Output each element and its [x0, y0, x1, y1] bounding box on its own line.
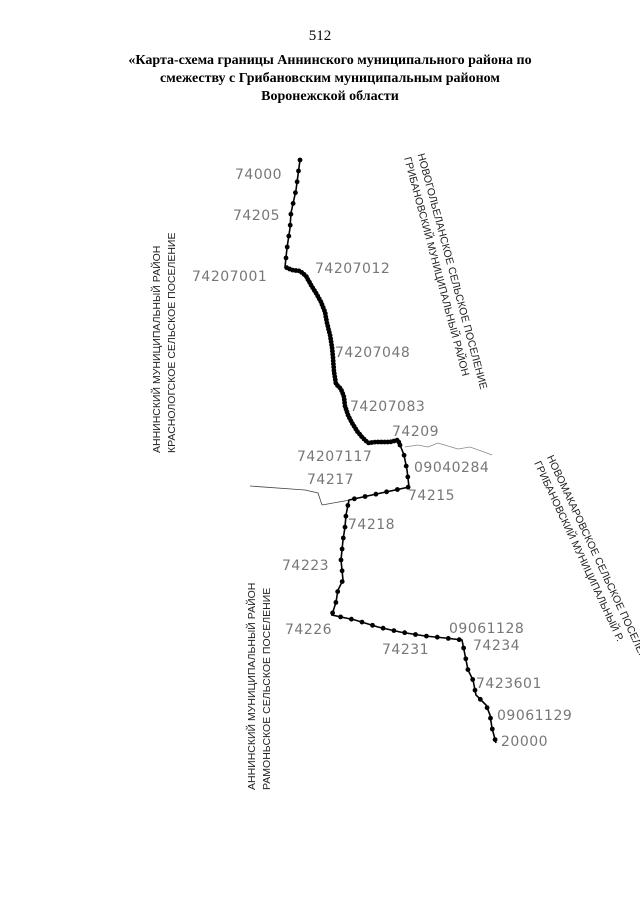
boundary-vertex — [349, 616, 354, 622]
point-label-74205: 74205 — [233, 208, 280, 224]
boundary-vertex — [484, 705, 490, 711]
boundary-vertex — [362, 494, 368, 499]
boundary-vertex — [286, 233, 292, 239]
point-label-74217: 74217 — [307, 472, 354, 488]
boundary-vertex — [330, 610, 335, 616]
boundary-vertex — [477, 696, 483, 702]
boundary-vertex — [338, 614, 343, 620]
region-label-line-2: НОВОГОЛЬЕЛАНСКОЕ СЕЛЬСКОЕ ПОСЕЛЕНИЕ — [415, 152, 490, 391]
boundary-vertex — [339, 579, 345, 584]
boundary-vertex — [288, 211, 294, 217]
region-label-line-1: АННИНСКИЙ МУНИЦИПАЛЬНЫЙ РАЙОН — [245, 583, 258, 790]
map-title: «Карта-схема границы Аннинского муниципа… — [110, 52, 550, 106]
boundary-vertex — [395, 487, 400, 492]
boundary-vertex — [297, 157, 303, 163]
boundary-vertex — [403, 463, 409, 469]
point-label-74207117: 74207117 — [297, 449, 372, 465]
boundary-vertex — [290, 201, 296, 206]
boundary-vertex — [445, 636, 451, 641]
boundary-vertex — [465, 667, 471, 672]
point-label-20000: 20000 — [501, 734, 548, 750]
boundary-vertex — [373, 491, 379, 497]
boundary-vertex — [294, 179, 300, 185]
boundary-vertex — [470, 677, 476, 682]
boundary-vertex — [338, 557, 344, 563]
region-anninsky-ramonskoe: АННИНСКИЙ МУНИЦИПАЛЬНЫЙ РАЙОН РАМОНЬСКОЕ… — [245, 583, 273, 790]
boundary-vertex — [492, 737, 498, 742]
point-label-7423601: 7423601 — [476, 676, 542, 692]
boundary-vertex — [343, 513, 349, 519]
region-label-line-1: ГРИБАНОВСКИЙ МУНИЦИПАЛЬНЫЙ Р. — [531, 459, 626, 644]
point-label-74209: 74209 — [392, 424, 439, 440]
adjacent-boundary-line-upper — [404, 442, 493, 456]
boundary-vertex — [340, 535, 346, 541]
region-label-line-2: РАМОНЬСКОЕ СЕЛЬСКОЕ ПОСЕЛЕНИЕ — [261, 588, 273, 790]
boundary-vertex — [456, 637, 462, 643]
point-label-74207001: 74207001 — [192, 269, 267, 285]
point-label-74000: 74000 — [235, 167, 282, 183]
boundary-vertex — [488, 715, 493, 721]
boundary-vertex — [413, 632, 418, 637]
boundary-vertices — [283, 157, 498, 742]
title-line-1: «Карта-схема границы Аннинского муниципа… — [128, 53, 532, 68]
adjacent-boundary-line-left — [249, 485, 323, 506]
point-label-74223: 74223 — [282, 558, 329, 574]
point-label-74215: 74215 — [408, 488, 455, 504]
boundary-vertex — [342, 524, 348, 530]
point-label-74207048: 74207048 — [335, 345, 410, 361]
title-line-3: Воронежской области — [261, 89, 399, 104]
point-label-74231: 74231 — [382, 642, 429, 658]
boundary-vertex — [380, 625, 386, 631]
boundary-vertex — [287, 222, 293, 228]
boundary-vertex — [405, 474, 411, 480]
region-gribanovsky-novogolelskoe: ГРИБАНОВСКИЙ МУНИЦИПАЛЬНЫЙ РАЙОН НОВОГОЛ… — [401, 152, 490, 391]
region-label-line-2: КРАСНОЛОГСКОЕ СЕЛЬСКОЕ ПОСЕЛЕНИЕ — [166, 233, 178, 453]
boundary-vertex — [461, 645, 466, 651]
title-line-2: смежеству с Грибановским муниципальным р… — [160, 71, 500, 86]
boundary-vertex — [402, 630, 408, 636]
boundary-vertex — [335, 589, 341, 594]
boundary-vertex — [359, 619, 365, 625]
point-label-09061129: 09061129 — [497, 708, 572, 724]
boundary-vertex — [333, 600, 339, 605]
boundary-vertex — [391, 628, 397, 633]
boundary-vertex — [370, 622, 375, 628]
boundary-vertex — [352, 496, 357, 502]
point-label-74207083: 74207083 — [350, 399, 425, 415]
boundary-vertex — [489, 726, 495, 732]
boundary-vertex — [397, 442, 403, 448]
boundary-vertex — [283, 255, 289, 261]
point-label-74234: 74234 — [473, 638, 520, 654]
boundary-vertex — [339, 546, 345, 552]
boundary-vertex — [434, 634, 440, 640]
boundary-vertex — [405, 484, 411, 490]
boundary-vertex — [424, 633, 429, 639]
boundary-vertex — [384, 489, 389, 495]
boundary-vertex — [463, 656, 469, 662]
region-label-line-1: АННИНСКИЙ МУНИЦИПАЛЬНЫЙ РАЙОН — [150, 246, 163, 453]
boundary-vertex — [345, 503, 351, 508]
boundary-vertex — [296, 168, 301, 174]
point-label-09040284: 09040284 — [414, 460, 489, 476]
page-number: 512 — [308, 28, 332, 44]
region-gribanovsky-novomakarovskoe: ГРИБАНОВСКИЙ МУНИЦИПАЛЬНЫЙ Р. НОВОМАКАРО… — [531, 453, 640, 675]
boundary-vertex — [401, 452, 407, 458]
region-anninsky-krasnologskoe: АННИНСКИЙ МУНИЦИПАЛЬНЫЙ РАЙОН КРАСНОЛОГС… — [150, 233, 178, 453]
point-label-09061128: 09061128 — [449, 621, 524, 637]
boundary-vertex — [284, 244, 290, 250]
point-label-74218: 74218 — [348, 517, 395, 533]
point-label-74226: 74226 — [285, 622, 332, 638]
boundary-vertex — [472, 687, 478, 693]
boundary-vertex — [339, 568, 345, 574]
boundary-vertex — [293, 190, 298, 196]
point-label-74207012: 74207012 — [315, 261, 390, 277]
